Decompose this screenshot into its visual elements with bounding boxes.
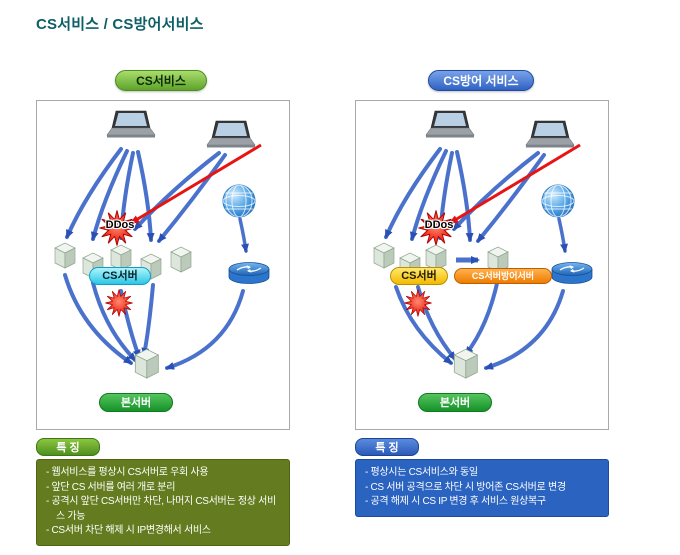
right-features-title: 특 징 — [355, 438, 419, 456]
server-icon — [373, 242, 395, 269]
right-features-list: - 평상시는 CS서비스와 동일 - CS 서버 공격으로 차단 시 방어존 C… — [365, 466, 599, 510]
client-traffic-arrows — [65, 147, 249, 253]
feature-item: - 공격시 앞단 CS서버만 차단, 나머지 CS서버는 정상 서비스 가능 — [46, 496, 276, 522]
left-panel-title: CS서비스 — [115, 70, 207, 91]
main-server-label: 본서버 — [99, 393, 173, 412]
feature-item: - CS 서버 공격으로 차단 시 방어존 CS서버로 변경 — [365, 481, 566, 493]
server-icon — [425, 244, 447, 271]
defense-server-icon — [487, 246, 509, 273]
server-icon — [54, 242, 76, 269]
right-diagram: DDos CS서버 CS서버방어서버 본서버 — [355, 100, 609, 430]
ddos-label: DDos — [424, 219, 454, 231]
block-burst-icon — [105, 289, 133, 317]
ddos-burst-icon — [418, 210, 454, 246]
ddos-label: DDos — [105, 219, 135, 231]
main-server-icon — [453, 348, 479, 379]
attack-arrow — [448, 143, 581, 225]
laptop-icon — [525, 120, 575, 148]
cs-server-label: CS서버 — [390, 267, 448, 285]
block-burst-icon — [404, 289, 432, 317]
globe-icon — [222, 184, 256, 218]
page-title: CS서비스 / CS방어서비스 — [36, 16, 204, 33]
laptop-icon — [206, 120, 256, 148]
left-features-box: - 웹서비스를 평상시 CS서버로 우회 사용 - 앞단 CS 서버를 여러 개… — [36, 459, 290, 546]
main-server-label: 본서버 — [418, 393, 492, 412]
laptop-icon — [106, 110, 156, 138]
server-icon — [110, 244, 132, 271]
right-panel-title: CS방어 서비스 — [428, 70, 534, 91]
feature-item: - CS서버 차단 해제 시 IP변경해서 서비스 — [46, 525, 211, 536]
defense-server-label: CS서버방어서버 — [454, 268, 552, 284]
server-icon — [170, 246, 192, 273]
to-main-server-arrows — [394, 277, 565, 370]
feature-item: - 웹서비스를 평상시 CS서버로 우회 사용 — [46, 467, 209, 478]
feature-item: - 평상시는 CS서비스와 동일 — [365, 467, 478, 478]
feature-item: - 공격 해제 시 CS IP 변경 후 서비스 원상복구 — [365, 496, 546, 507]
globe-icon — [541, 184, 575, 218]
right-features-box: - 평상시는 CS서비스와 동일 - CS 서버 공격으로 차단 시 방어존 C… — [355, 459, 609, 517]
laptop-icon — [425, 110, 475, 138]
left-features-title: 특 징 — [36, 438, 100, 456]
router-icon — [228, 262, 270, 284]
router-icon — [551, 262, 593, 284]
ddos-burst-icon — [99, 210, 135, 246]
attack-arrow — [129, 143, 262, 225]
main-server-icon — [134, 348, 160, 379]
cs-server-label: CS서버 — [89, 267, 151, 285]
feature-item: - 앞단 CS 서버를 여러 개로 분리 — [46, 481, 176, 493]
left-diagram: DDos CS서버 본서버 — [36, 100, 290, 430]
left-features-list: - 웹서비스를 평상시 CS서버로 우회 사용 - 앞단 CS 서버를 여러 개… — [46, 466, 280, 539]
client-traffic-arrows — [384, 147, 568, 253]
